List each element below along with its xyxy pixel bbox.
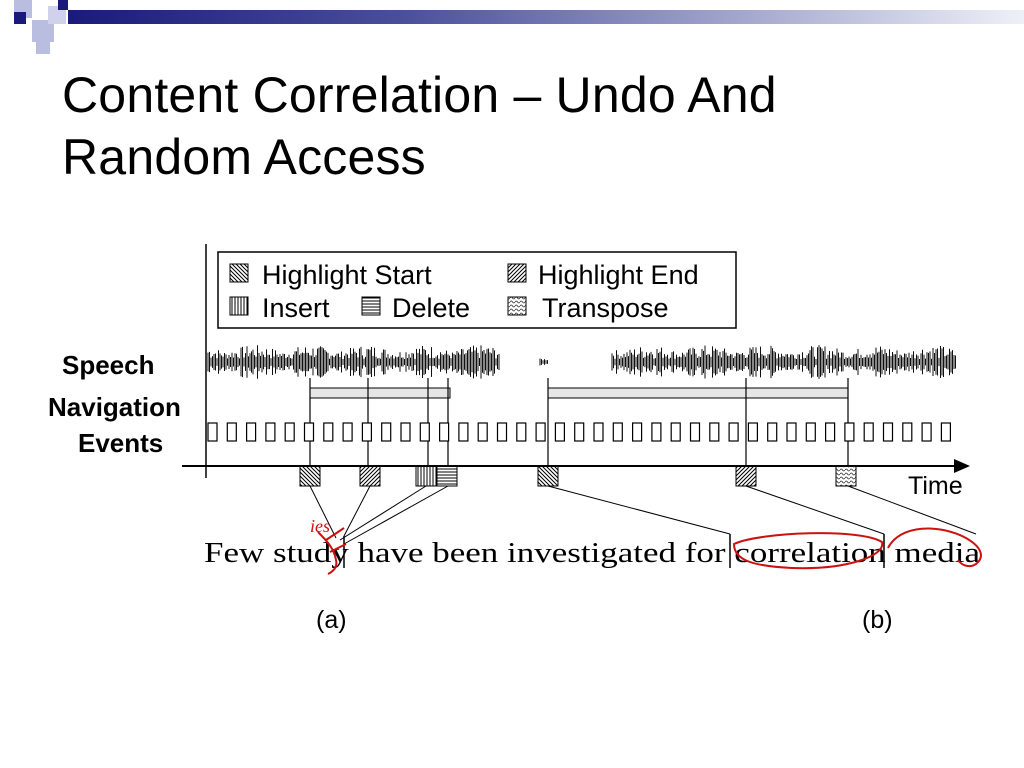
navigation-event-box	[361, 422, 372, 442]
selection-bar-a	[309, 387, 451, 399]
highlight-end-swatch	[507, 263, 527, 283]
navigation-event-box	[284, 422, 295, 442]
row-label-navigation: Navigation	[48, 392, 181, 422]
navigation-event-box	[728, 422, 739, 442]
event-lines	[309, 378, 849, 466]
corner-square-light-4	[36, 40, 50, 54]
corner-square-dark	[14, 12, 26, 24]
highlight-start-marker	[537, 465, 559, 487]
top-gradient-bar	[68, 10, 1024, 24]
navigation-event-box	[574, 422, 585, 442]
navigation-event-box	[323, 422, 334, 442]
corner-square-light-2	[32, 20, 54, 42]
navigation-event-box	[477, 422, 488, 442]
navigation-event-box	[824, 422, 836, 442]
navigation-event-box	[400, 422, 411, 442]
selection-bar-b	[547, 387, 849, 399]
transpose-swatch	[507, 296, 527, 316]
navigation-event-box	[265, 422, 276, 442]
navigation-event-box	[226, 422, 237, 442]
navigation-event-box	[246, 422, 257, 442]
navigation-event-box	[458, 422, 469, 442]
legend-delete: Delete	[392, 293, 470, 323]
panel-label-b: (b)	[862, 606, 893, 634]
navigation-event-box	[496, 422, 508, 442]
navigation-event-box	[921, 422, 932, 442]
slide-title: Content Correlation – Undo And Random Ac…	[62, 64, 982, 188]
time-axis-arrow	[954, 459, 970, 473]
row-label-speech: Speech	[62, 350, 155, 380]
navigation-event-box	[439, 422, 450, 442]
connector-line	[339, 485, 427, 541]
navigation-event-box	[709, 422, 720, 442]
connector-line	[745, 485, 885, 535]
navigation-event-box	[207, 422, 218, 442]
legend-highlight-end: Highlight End	[538, 260, 699, 290]
navigation-event-box	[882, 422, 894, 442]
legend-highlight-start: Highlight Start	[262, 260, 432, 290]
legend-box	[217, 251, 737, 329]
highlight-end-marker	[735, 465, 757, 487]
inserted-suffix-annotation: ies	[310, 516, 330, 536]
navigation-event-box	[805, 422, 816, 442]
transpose-marker	[835, 465, 857, 487]
connector-line	[547, 485, 731, 535]
navigation-event-box	[747, 422, 759, 442]
corner-square-light-3	[48, 6, 66, 24]
navigation-event-box	[612, 422, 623, 442]
navigation-event-box	[651, 422, 662, 442]
legend-insert: Insert	[262, 293, 330, 323]
strike-mark	[317, 531, 338, 575]
navigation-event-box	[535, 422, 546, 442]
navigation-event-box	[940, 422, 952, 442]
highlight-end-marker	[359, 465, 381, 487]
navigation-event-box	[670, 422, 681, 442]
correlation-circle	[732, 532, 884, 570]
speech-waveform	[207, 345, 956, 379]
delete-swatch	[361, 296, 381, 316]
slide-title-line-1: Content Correlation – Undo And	[62, 67, 777, 123]
navigation-event-box	[631, 422, 643, 442]
slide-title-line-2: Random Access	[62, 129, 426, 185]
navigation-event-box	[689, 422, 701, 442]
corner-decoration	[14, 0, 1024, 54]
navigation-event-box	[902, 422, 913, 442]
insert-marker	[415, 465, 437, 487]
event-markers	[299, 465, 857, 487]
highlight-start-marker	[299, 465, 321, 487]
connector-lines	[309, 485, 977, 545]
connector-line	[309, 485, 337, 539]
transcript-text: Few study have been investigated for cor…	[204, 538, 981, 569]
navigation-events	[207, 422, 952, 442]
connector-line	[343, 485, 449, 545]
navigation-event-box	[863, 422, 874, 442]
navigation-event-box	[767, 422, 778, 442]
navigation-event-box	[303, 422, 315, 442]
navigation-event-box	[786, 422, 797, 442]
navigation-event-box	[516, 422, 527, 442]
strike-mark-2	[325, 527, 347, 553]
navigation-event-box	[554, 422, 566, 442]
navigation-event-box	[342, 422, 353, 442]
connector-line	[343, 485, 371, 537]
corner-square-dark-2	[58, 0, 68, 10]
red-annotations	[317, 527, 982, 575]
insert-swatch	[229, 296, 249, 316]
panel-label-a: (a)	[316, 606, 347, 634]
navigation-event-box	[419, 422, 430, 442]
navigation-event-box	[381, 422, 392, 442]
navigation-event-box	[593, 422, 604, 442]
selection-bars	[309, 387, 849, 399]
media-swap-mark	[887, 527, 982, 568]
navigation-event-box	[844, 422, 855, 442]
connector-line	[847, 485, 977, 535]
delete-marker	[436, 465, 458, 487]
highlight-start-swatch	[229, 263, 249, 283]
text-cursors	[343, 534, 885, 568]
time-axis-label: Time	[908, 472, 963, 500]
row-label-events: Events	[78, 428, 163, 458]
legend-transpose: Transpose	[542, 293, 669, 323]
